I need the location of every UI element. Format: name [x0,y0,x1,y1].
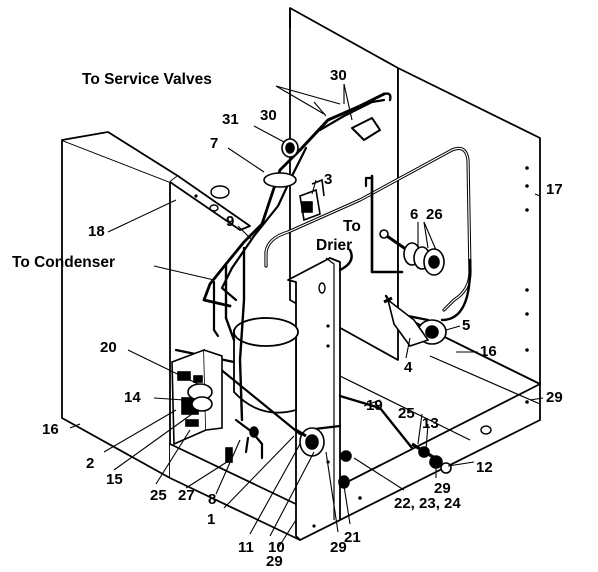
callout-c12: 12 [476,459,493,476]
callout-c2: 2 [86,455,94,472]
components [171,138,452,489]
grommet-22 [340,450,352,462]
base-rail-front [169,383,541,541]
callout-c26: 26 [426,206,443,223]
callout-c21: 21 [344,529,361,546]
post-slot [318,282,326,294]
callout-c30a: 30 [330,67,347,84]
callout-c20: 20 [100,339,117,356]
callout-c5: 5 [462,317,470,334]
compressor [233,317,299,414]
top-bracket [169,175,251,231]
leader-lines [69,83,544,549]
callout-c25b: 25 [150,487,167,504]
callout-c29b: 29 [434,480,451,497]
valve-5 [383,296,447,347]
callout-c29c: 29 [330,539,347,556]
control-box-14 [171,348,223,446]
callout-c14: 14 [124,389,141,406]
fitting-10 [295,427,325,457]
callout-c30b: 30 [260,107,277,124]
bracket-7 [263,172,297,188]
callout-c25a: 25 [398,405,415,422]
callout-c10: 10 [268,539,285,556]
caption-to-drier-line2: Drier [316,237,352,254]
cabinet-frame [61,7,541,541]
callout-c16a: 16 [480,343,497,360]
callout-c29a: 29 [546,389,563,406]
left-side-panel [61,139,171,479]
caption-to-condenser: To Condenser [12,254,115,271]
callout-c29d: 29 [266,553,283,567]
callout-c18: 18 [88,223,105,240]
callout-c31: 31 [222,111,239,128]
callout-c8: 8 [208,491,216,508]
callout-c4: 4 [404,359,413,376]
callout-c9: 9 [226,213,234,230]
callout-c1: 1 [207,511,215,528]
callout-c7: 7 [210,135,218,152]
callout-c15: 15 [106,471,123,488]
caption-to-drier-line1: To [343,218,361,235]
captions: To Service Valves To Condenser To Drier [12,71,361,271]
caption-to-service-valves: To Service Valves [82,71,212,88]
valve-assembly-26 [379,229,445,276]
callout-c16b: 16 [42,421,59,438]
callout-c17: 17 [546,181,563,198]
callout-c22: 22, 23, 24 [394,495,461,512]
fitting-12 [411,442,452,474]
callout-c19: 19 [366,397,383,414]
rear-panel-hole [210,185,230,199]
part-27 [225,447,233,463]
callout-c3: 3 [324,171,332,188]
front-post [287,257,341,541]
callout-c11: 11 [238,539,254,556]
callout-c13: 13 [422,415,439,432]
callout-c27: 27 [178,487,195,504]
callout-c6: 6 [410,206,418,223]
base-hole-right [480,425,492,435]
refrigerant-tubing [174,92,472,460]
